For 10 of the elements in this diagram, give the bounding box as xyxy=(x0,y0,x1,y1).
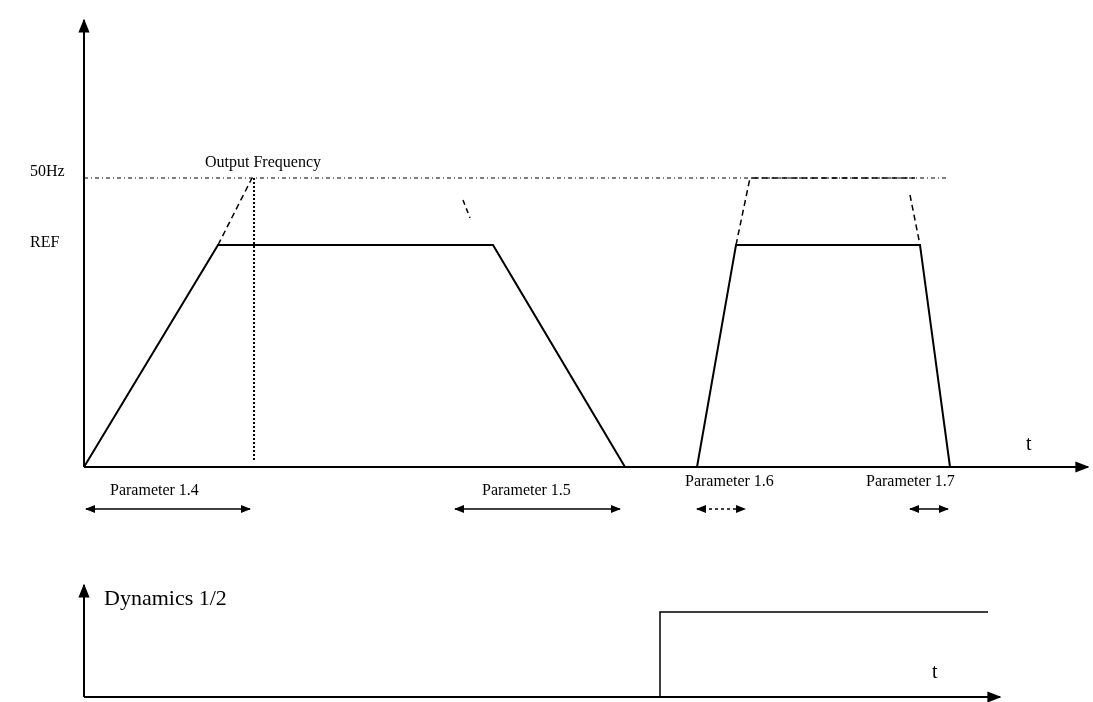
axis-label: 50Hz xyxy=(30,162,65,180)
axis-label: t xyxy=(932,660,938,683)
axis-label: t xyxy=(1026,432,1032,455)
parameter-label: Parameter 1.5 xyxy=(482,481,571,499)
signal-label: Dynamics 1/2 xyxy=(104,585,227,610)
axis-label: REF xyxy=(30,233,60,251)
parameter-label: Parameter 1.4 xyxy=(110,481,199,499)
curve-label: Output Frequency xyxy=(205,153,321,171)
parameter-label: Parameter 1.6 xyxy=(685,472,774,490)
parameter-label: Parameter 1.7 xyxy=(866,472,955,490)
